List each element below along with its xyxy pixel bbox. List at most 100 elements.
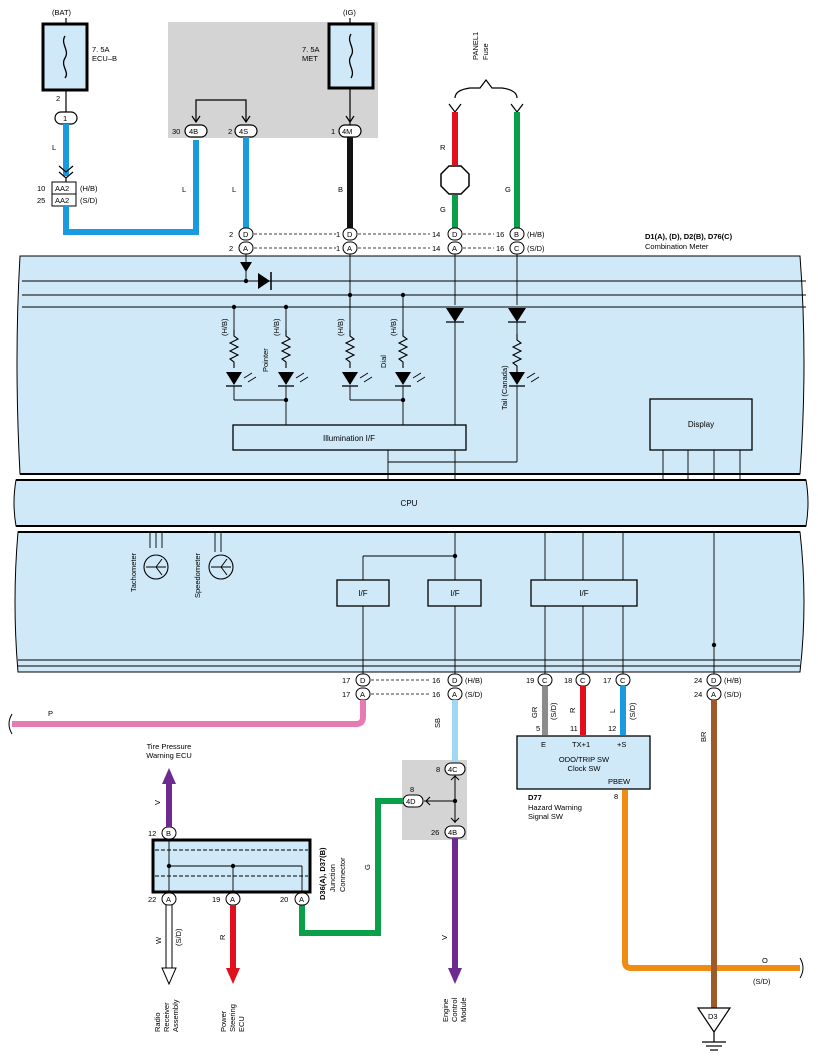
svg-text:BR: BR bbox=[699, 731, 708, 742]
svg-text:PBEW: PBEW bbox=[608, 777, 631, 786]
svg-text:(H/B): (H/B) bbox=[336, 318, 345, 336]
svg-text:(S/D): (S/D) bbox=[724, 690, 742, 699]
svg-text:8: 8 bbox=[614, 792, 618, 801]
svg-text:D: D bbox=[243, 230, 249, 239]
svg-text:Fuse: Fuse bbox=[481, 43, 490, 60]
svg-text:SB: SB bbox=[433, 718, 442, 728]
svg-text:R: R bbox=[440, 143, 446, 152]
svg-text:7. 5A: 7. 5A bbox=[92, 45, 110, 54]
svg-text:18: 18 bbox=[564, 676, 572, 685]
svg-text:12: 12 bbox=[608, 724, 616, 733]
svg-text:25: 25 bbox=[37, 196, 45, 205]
svg-text:R: R bbox=[568, 707, 577, 713]
svg-text:(H/B): (H/B) bbox=[465, 676, 483, 685]
svg-text:8: 8 bbox=[410, 785, 414, 794]
svg-text:12: 12 bbox=[148, 829, 156, 838]
if-block-2 bbox=[427, 579, 482, 607]
tail-label: Tail (Canada) bbox=[500, 365, 509, 410]
wire-G-junction bbox=[299, 798, 403, 936]
svg-text:Module: Module bbox=[459, 997, 468, 1022]
svg-text:17: 17 bbox=[603, 676, 611, 685]
wire-P bbox=[12, 700, 366, 727]
ground-icon: D3 bbox=[696, 1007, 732, 1051]
speedometer-icon bbox=[208, 554, 234, 580]
svg-text:A: A bbox=[360, 690, 365, 699]
svg-text:V: V bbox=[153, 800, 162, 805]
svg-text:4B: 4B bbox=[448, 828, 457, 837]
arrow-down-icon bbox=[226, 968, 240, 984]
svg-text:14: 14 bbox=[432, 230, 440, 239]
wire-W bbox=[165, 905, 173, 970]
svg-text:V: V bbox=[440, 935, 449, 940]
arrow-down-icon bbox=[161, 967, 177, 986]
resistor-icon bbox=[228, 330, 523, 372]
svg-text:(S/D): (S/D) bbox=[174, 928, 183, 946]
connector-A22 bbox=[161, 892, 177, 906]
connector-4B bbox=[184, 124, 208, 138]
svg-text:L: L bbox=[608, 709, 617, 713]
diode-icon bbox=[240, 262, 526, 323]
svg-text:30: 30 bbox=[172, 127, 180, 136]
svg-text:D: D bbox=[452, 230, 458, 239]
svg-text:D: D bbox=[711, 676, 717, 685]
svg-text:24: 24 bbox=[694, 690, 702, 699]
svg-text:Display: Display bbox=[688, 420, 714, 429]
svg-text:10: 10 bbox=[37, 184, 45, 193]
svg-text:R: R bbox=[218, 934, 227, 940]
svg-text:I/F: I/F bbox=[579, 589, 588, 598]
svg-text:2: 2 bbox=[229, 230, 233, 239]
svg-text:Speedometer: Speedometer bbox=[193, 552, 202, 598]
meter-internal-wiring bbox=[22, 254, 806, 674]
svg-text:4B: 4B bbox=[189, 127, 198, 136]
svg-text:Tire Pressure: Tire Pressure bbox=[147, 742, 192, 751]
svg-text:1: 1 bbox=[336, 244, 340, 253]
svg-text:11: 11 bbox=[570, 724, 578, 733]
svg-text:(H/B): (H/B) bbox=[724, 676, 742, 685]
arrow-up-icon bbox=[162, 768, 176, 784]
if-block-1 bbox=[336, 579, 390, 607]
fuse-symbol-icon bbox=[348, 33, 354, 79]
svg-text:ECU–B: ECU–B bbox=[92, 54, 117, 63]
svg-text:(H/B): (H/B) bbox=[527, 230, 545, 239]
svg-text:I/F: I/F bbox=[358, 589, 367, 598]
svg-text:Connector: Connector bbox=[338, 857, 347, 892]
svg-text:Engine: Engine bbox=[441, 999, 450, 1022]
illumination-if-block bbox=[232, 424, 467, 451]
svg-text:16: 16 bbox=[432, 676, 440, 685]
svg-text:D77: D77 bbox=[528, 793, 542, 802]
svg-text:(H/B): (H/B) bbox=[389, 318, 398, 336]
svg-text:19: 19 bbox=[526, 676, 534, 685]
svg-text:AA2: AA2 bbox=[55, 184, 69, 193]
svg-text:PANEL1: PANEL1 bbox=[471, 32, 480, 60]
svg-text:5: 5 bbox=[536, 724, 540, 733]
svg-text:Signal SW: Signal SW bbox=[528, 812, 564, 821]
svg-text:1: 1 bbox=[63, 114, 67, 123]
svg-text:17: 17 bbox=[342, 676, 350, 685]
svg-text:(H/B): (H/B) bbox=[272, 318, 281, 336]
svg-text:W: W bbox=[154, 936, 163, 944]
svg-text:D: D bbox=[452, 676, 458, 685]
svg-text:A: A bbox=[299, 895, 304, 904]
meter-title: D1(A), (D), D2(B), D76(C) bbox=[645, 232, 733, 241]
svg-text:A: A bbox=[452, 690, 457, 699]
tachometer-icon bbox=[143, 554, 169, 580]
fuse-ecu-b bbox=[41, 22, 89, 92]
svg-text:A: A bbox=[711, 690, 716, 699]
svg-text:A: A bbox=[230, 895, 235, 904]
display-block bbox=[649, 398, 753, 451]
svg-text:AA2: AA2 bbox=[55, 196, 69, 205]
svg-text:L: L bbox=[52, 143, 56, 152]
svg-text:Junction: Junction bbox=[328, 864, 337, 892]
svg-text:D3: D3 bbox=[708, 1012, 718, 1021]
svg-text:D: D bbox=[347, 230, 353, 239]
odo-trip-switch bbox=[516, 735, 651, 790]
svg-text:Warning ECU: Warning ECU bbox=[146, 751, 192, 760]
fuse-symbol-icon bbox=[62, 35, 68, 79]
svg-text:B: B bbox=[514, 230, 519, 239]
svg-text:(S/D): (S/D) bbox=[628, 702, 637, 720]
svg-text:1: 1 bbox=[331, 127, 335, 136]
svg-text:14: 14 bbox=[432, 244, 440, 253]
svg-text:(S/D): (S/D) bbox=[549, 702, 558, 720]
svg-text:19: 19 bbox=[212, 895, 220, 904]
